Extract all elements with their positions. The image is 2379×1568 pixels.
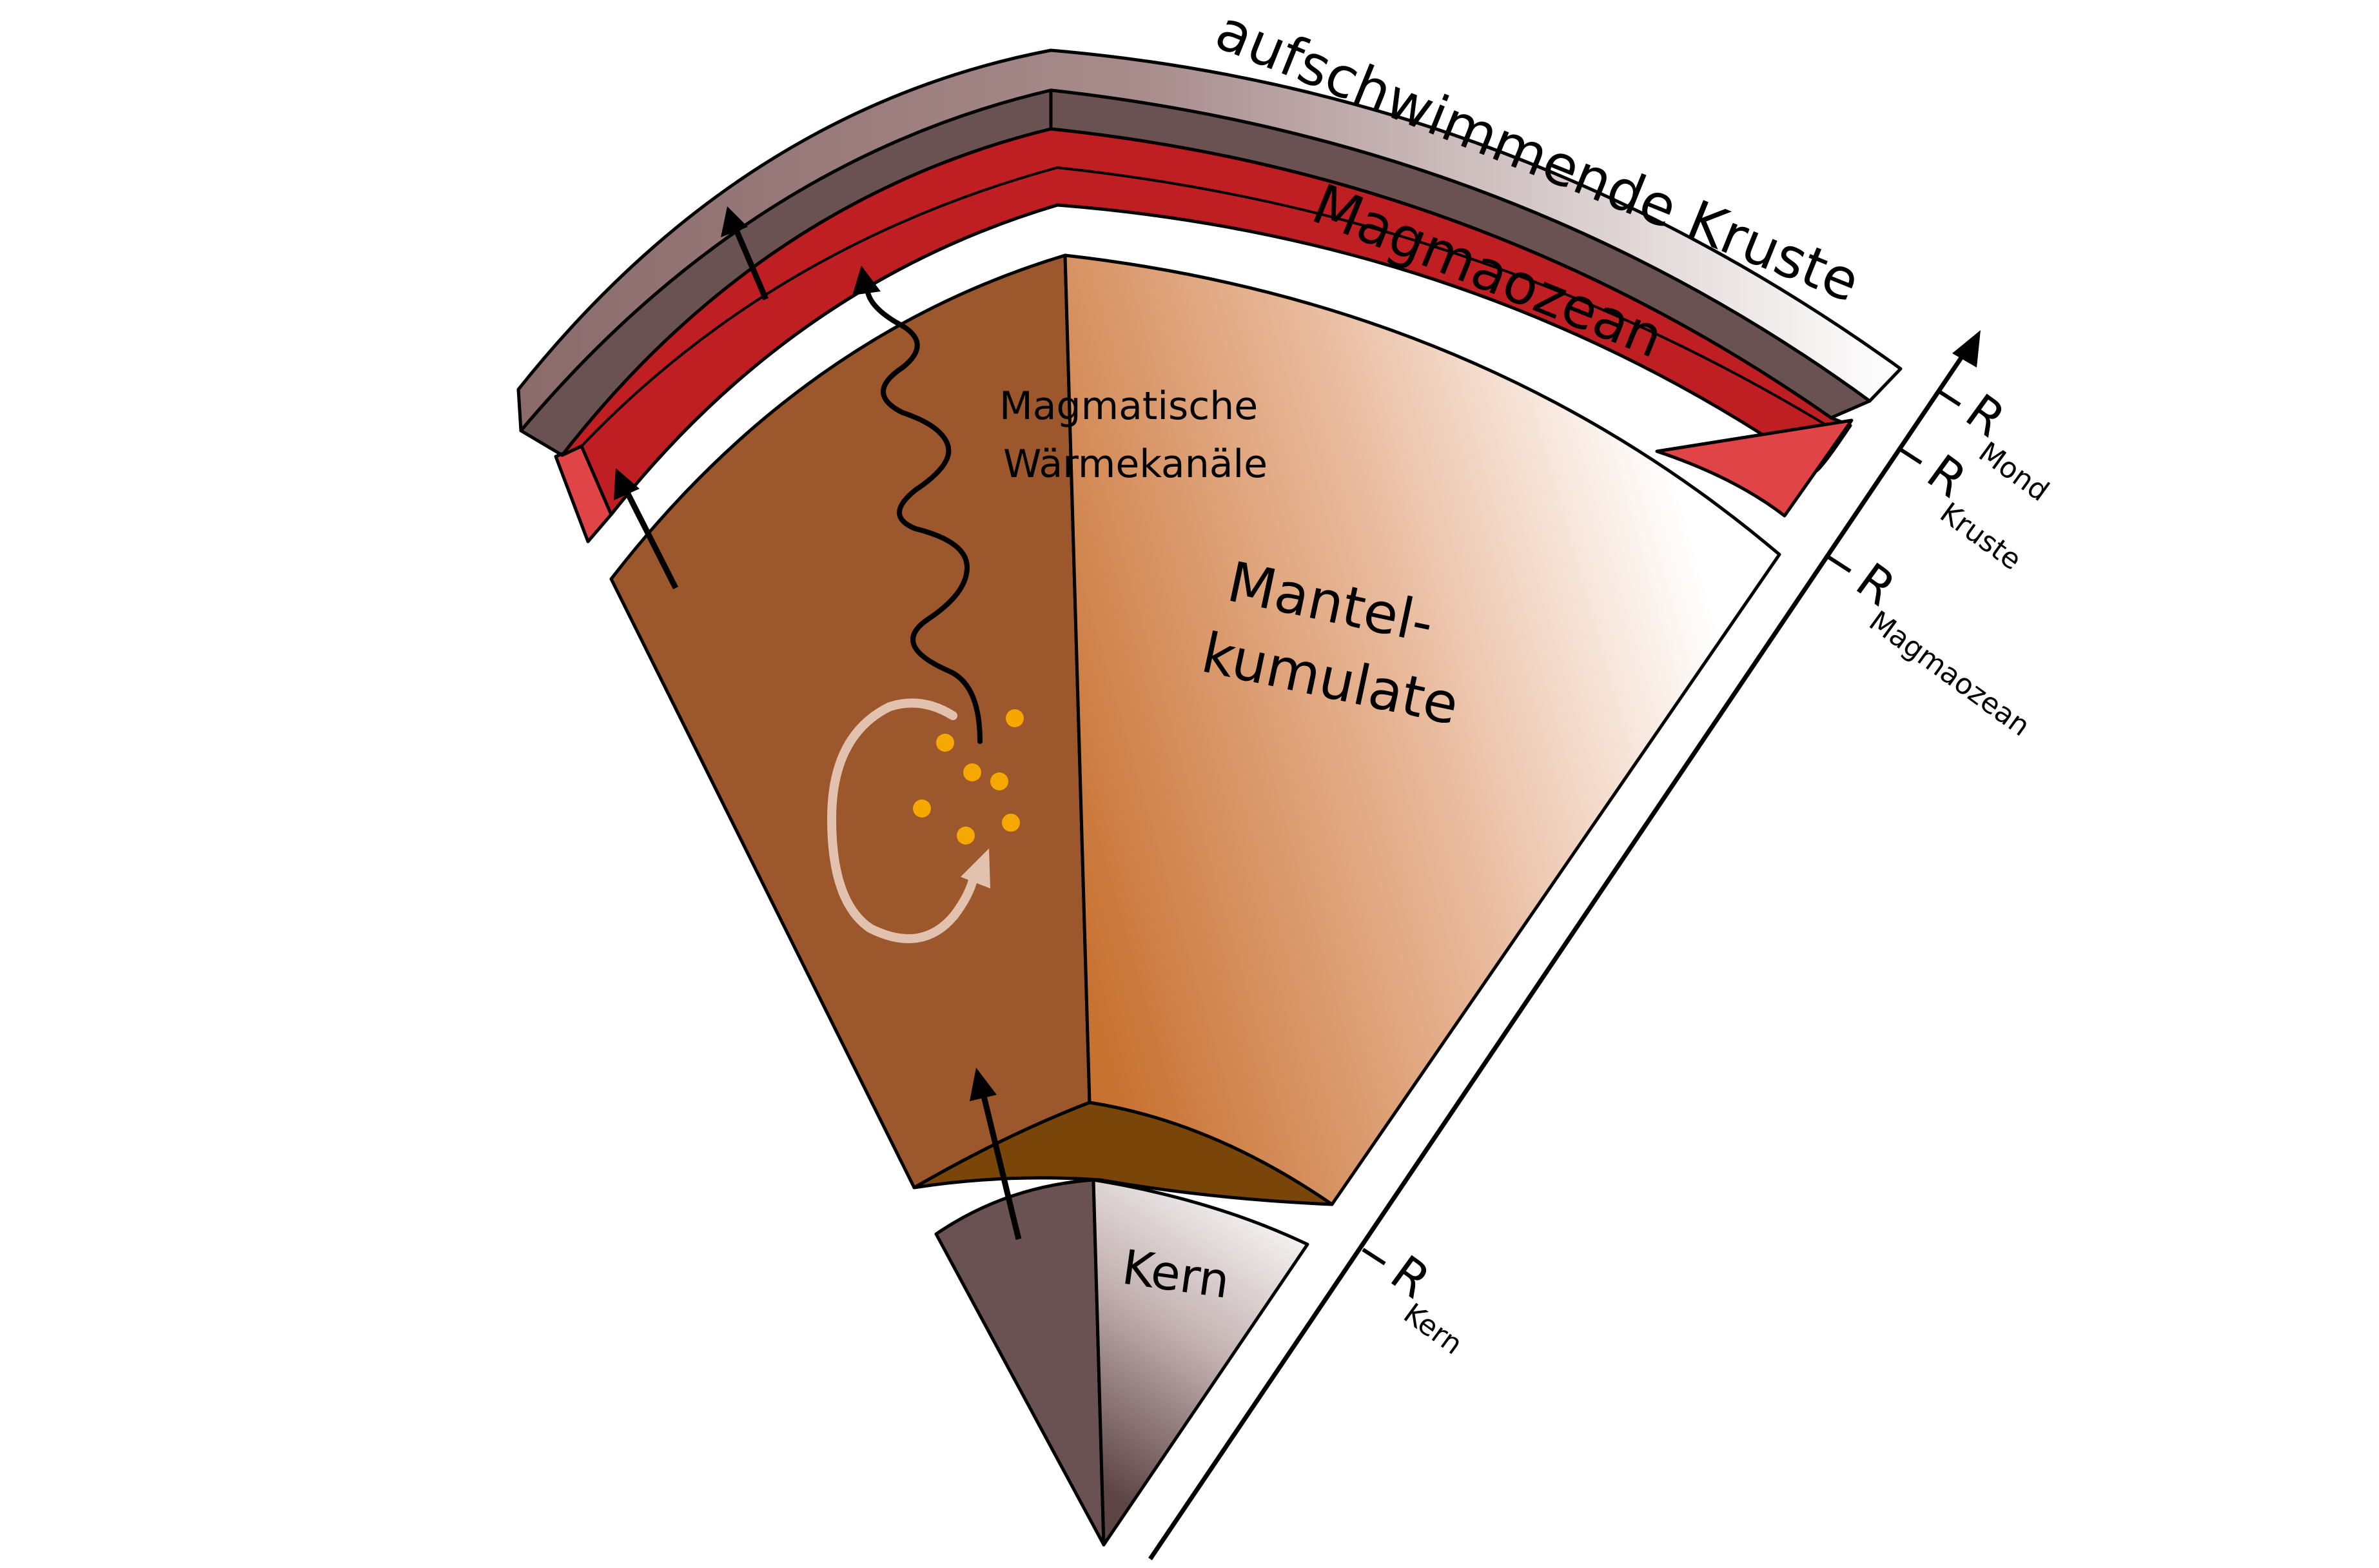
svg-text:R: R bbox=[1917, 444, 1976, 509]
heat-dot bbox=[957, 827, 975, 845]
core-rim bbox=[912, 1101, 1334, 1206]
heat-dot bbox=[963, 763, 981, 781]
heat-dot bbox=[1002, 814, 1020, 832]
radius-label-magmaozean: R Magmaozean bbox=[1846, 553, 2036, 743]
core-left-face bbox=[934, 1178, 1106, 1547]
magma-ocean-band bbox=[560, 127, 1852, 516]
upward-arrow-icon bbox=[970, 1068, 1022, 1240]
tick-kern bbox=[1362, 1248, 1386, 1266]
svg-text:Mond: Mond bbox=[1973, 436, 2055, 508]
svg-text:R: R bbox=[1955, 384, 2015, 448]
convection-loop-icon bbox=[827, 698, 990, 943]
magma-ocean-inner-line bbox=[580, 166, 1845, 447]
mantle-layer bbox=[609, 253, 1781, 1206]
radius-label-mond: R Mond bbox=[1955, 384, 2055, 508]
heat-dots bbox=[913, 709, 1024, 845]
svg-text:R: R bbox=[1380, 1245, 1440, 1309]
core-right-face bbox=[1092, 1178, 1309, 1547]
magma-ocean-side-right bbox=[1655, 418, 1854, 518]
magma-ocean-layer bbox=[554, 127, 1854, 544]
svg-text:Kruste: Kruste bbox=[1934, 496, 2028, 577]
label-channels-1: Magmatische bbox=[999, 384, 1258, 429]
radius-axis-arrowhead bbox=[1952, 330, 1981, 368]
tick-mond bbox=[1937, 389, 1961, 407]
svg-text:R: R bbox=[1846, 553, 1905, 617]
tick-kruste bbox=[1898, 447, 1923, 465]
upward-arrow-icon bbox=[721, 206, 769, 300]
upward-arrows bbox=[614, 206, 1022, 1240]
heat-dot bbox=[990, 772, 1008, 790]
wavy-channel-icon bbox=[852, 266, 983, 744]
radius-label-kern: R Kern bbox=[1380, 1245, 1468, 1361]
core-layer bbox=[912, 1101, 1334, 1547]
label-channels-2: Wärmekanäle bbox=[1003, 442, 1268, 487]
heat-dot bbox=[913, 799, 931, 818]
upward-arrow-icon bbox=[614, 468, 679, 590]
heat-dot bbox=[936, 734, 954, 752]
tick-magmaozean bbox=[1827, 555, 1852, 573]
svg-text:Magmaozean: Magmaozean bbox=[1863, 605, 2036, 743]
radius-axis bbox=[1148, 330, 1981, 1560]
radius-axis-line bbox=[1148, 347, 1970, 1560]
heat-dot bbox=[1006, 709, 1024, 727]
